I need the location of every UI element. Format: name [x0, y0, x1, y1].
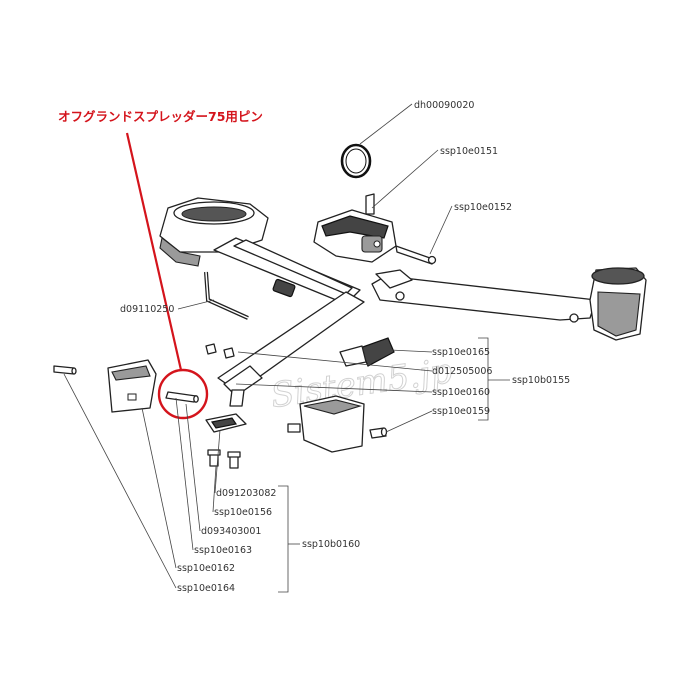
center-hub-part [313, 193, 397, 263]
label-ssp10e0165: ssp10e0165 [432, 347, 490, 358]
right-leg-cup-part [589, 267, 647, 341]
label-d093403001: d093403001 [201, 526, 261, 537]
label-d09110250: d09110250 [120, 304, 174, 315]
foot-block-right-part [287, 395, 365, 453]
leader-lines [63, 103, 510, 593]
label-ssp10e0162: ssp10e0162 [177, 563, 235, 574]
label-d012505006: d012505006 [432, 366, 492, 377]
label-dh00090020: dh00090020 [414, 100, 474, 111]
label-d091203082: d091203082 [216, 488, 276, 499]
label-ssp10e0156: ssp10e0156 [214, 507, 272, 518]
right-arm-part [371, 269, 597, 323]
short-pin-right-part [369, 427, 388, 439]
label-ssp10e0151: ssp10e0151 [440, 146, 498, 157]
spreader-pin-part [165, 391, 199, 403]
label-ssp10e0152: ssp10e0152 [454, 202, 512, 213]
callout-title: オフグランドスプレッダー75用ピン [58, 109, 263, 124]
label-ssp10e0163: ssp10e0163 [194, 545, 252, 556]
short-pin-part [53, 365, 77, 375]
callout-leader-line [125, 132, 183, 371]
telescoping-arm-part [217, 291, 365, 407]
label-ssp10e0159: ssp10e0159 [432, 406, 490, 417]
hex-screws-part [207, 449, 241, 469]
locking-knob-part [339, 337, 395, 367]
long-bolt-part [395, 245, 437, 265]
left-leg-cup-part [159, 197, 269, 267]
label-ssp10e0164: ssp10e0164 [177, 583, 235, 594]
clip-part [205, 413, 247, 433]
label-ssp10b0160: ssp10b0160 [302, 539, 360, 550]
hex-key-part [204, 271, 249, 320]
label-ssp10b0155: ssp10b0155 [512, 375, 570, 386]
small-screws-part [205, 343, 235, 359]
foot-block-left-part [107, 359, 157, 413]
left-arm-part [213, 237, 361, 305]
callout-circle [157, 368, 209, 420]
o-ring-part [340, 143, 372, 179]
label-ssp10e0160: ssp10e0160 [432, 387, 490, 398]
